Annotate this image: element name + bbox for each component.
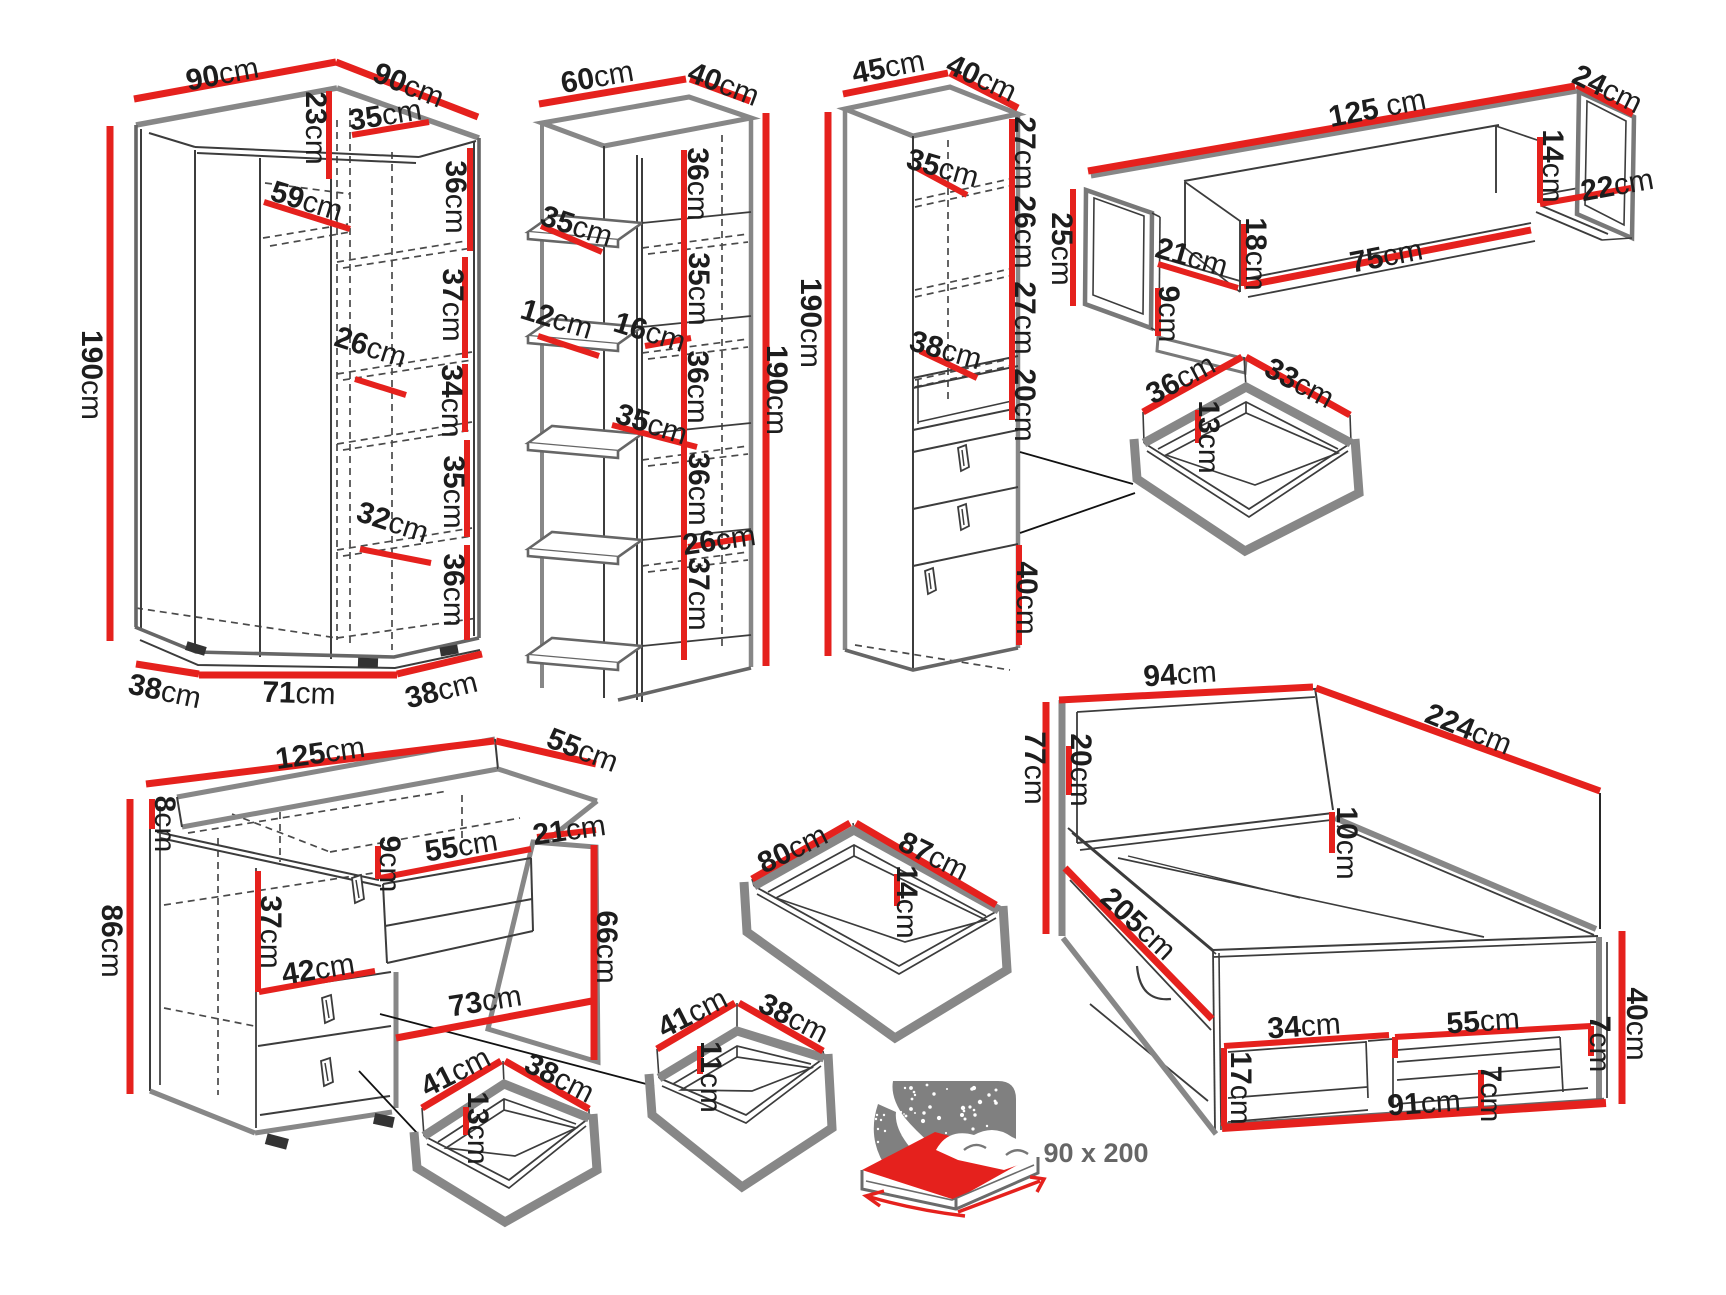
svg-text:20cm: 20cm [1008,368,1041,441]
svg-text:20cm: 20cm [1064,733,1097,806]
svg-text:23cm: 23cm [299,91,332,164]
svg-text:27cm: 27cm [1008,281,1041,354]
svg-text:18cm: 18cm [1239,217,1272,290]
svg-text:190cm: 190cm [75,330,108,420]
svg-text:34cm: 34cm [435,364,468,437]
svg-text:17cm: 17cm [1224,1051,1257,1124]
svg-text:86cm: 86cm [95,904,128,977]
svg-text:90 x 200: 90 x 200 [1043,1138,1148,1168]
svg-text:36cm: 36cm [681,147,714,220]
svg-text:55cm: 55cm [1445,1002,1520,1040]
svg-text:71cm: 71cm [262,676,336,712]
svg-text:40cm: 40cm [1620,987,1653,1060]
svg-text:36cm: 36cm [439,160,472,233]
svg-text:37cm: 37cm [436,268,469,341]
svg-text:11cm: 11cm [694,1041,727,1113]
svg-text:26cm: 26cm [1008,195,1041,268]
svg-text:7cm: 7cm [1583,1016,1616,1073]
svg-text:14cm: 14cm [1536,129,1569,202]
svg-text:13cm: 13cm [461,1091,494,1164]
svg-text:35cm: 35cm [682,252,715,325]
svg-text:37cm: 37cm [254,895,287,968]
svg-text:36cm: 36cm [437,553,470,626]
svg-text:36cm: 36cm [682,452,715,525]
svg-text:25cm: 25cm [1045,212,1078,285]
svg-text:73cm: 73cm [446,979,524,1023]
svg-text:37cm: 37cm [682,557,715,630]
svg-text:10cm: 10cm [1330,806,1363,879]
svg-text:77cm: 77cm [1018,731,1051,804]
svg-text:36cm: 36cm [681,350,714,423]
svg-text:66cm: 66cm [590,910,623,983]
svg-text:190cm: 190cm [794,278,827,368]
svg-text:40cm: 40cm [1010,561,1043,634]
svg-text:9cm: 9cm [1152,286,1185,343]
svg-text:35cm: 35cm [437,455,470,528]
svg-text:7cm: 7cm [1474,1066,1507,1123]
svg-text:14cm: 14cm [890,865,923,938]
svg-text:9cm: 9cm [373,836,406,893]
svg-text:94cm: 94cm [1142,655,1217,693]
svg-text:190cm: 190cm [760,345,793,435]
svg-text:91cm: 91cm [1386,1084,1461,1122]
svg-text:34cm: 34cm [1266,1007,1341,1045]
svg-text:13cm: 13cm [1192,400,1225,473]
svg-text:8cm: 8cm [148,796,181,853]
svg-text:27cm: 27cm [1008,116,1041,189]
